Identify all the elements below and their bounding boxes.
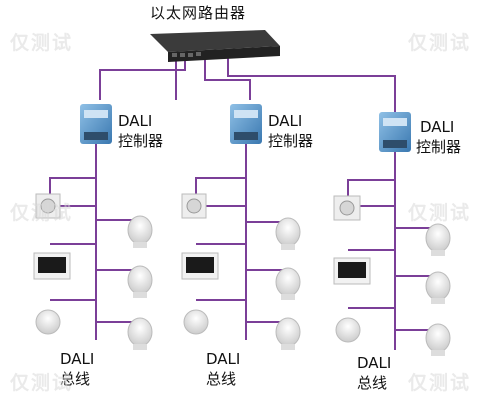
controller-3-label-line1: DALI <box>420 118 455 136</box>
bus-2-label-line2: 总线 <box>206 370 237 388</box>
dali-bus-1-wires <box>49 144 138 340</box>
touch-panel-1 <box>33 252 71 280</box>
controller-2-label-line2: 控制器 <box>268 132 314 150</box>
controller-1-label-line1: DALI <box>118 112 153 130</box>
router-title: 以太网路由器 <box>150 4 247 22</box>
dali-controller-1 <box>80 104 112 144</box>
dali-controller-2 <box>230 104 262 144</box>
dali-bus-3-wires <box>347 152 436 350</box>
sensor-3 <box>335 317 361 343</box>
downlight-3a <box>425 223 451 256</box>
dimmer-knob-2 <box>181 193 207 219</box>
bus-2-label-line1: DALI <box>206 350 241 368</box>
touch-panel-2 <box>181 252 219 280</box>
router-wires <box>99 56 396 112</box>
bus-3-label-line2: 总线 <box>357 374 388 392</box>
downlight-3c <box>425 323 451 356</box>
controller-1-label-line2: 控制器 <box>118 132 164 150</box>
dimmer-knob-3 <box>333 195 361 221</box>
sensor-1 <box>35 309 61 335</box>
bus-1-label-line2: 总线 <box>60 370 91 388</box>
bus-3-label-line1: DALI <box>357 354 392 372</box>
downlight-1b <box>127 265 153 298</box>
downlight-1c <box>127 317 153 350</box>
controller-2-label-line1: DALI <box>268 112 303 130</box>
dimmer-knob-1 <box>35 193 61 219</box>
touch-panel-3 <box>333 257 371 285</box>
downlight-2a <box>275 217 301 250</box>
controller-3-label-line2: 控制器 <box>416 138 462 156</box>
dali-controller-3 <box>379 112 411 152</box>
dali-bus-2-wires <box>195 144 286 340</box>
router-icon <box>150 30 280 62</box>
downlight-2b <box>275 267 301 300</box>
downlight-1a <box>127 215 153 248</box>
bus-1-label-line1: DALI <box>60 350 95 368</box>
sensor-2 <box>183 309 209 335</box>
downlight-3b <box>425 271 451 304</box>
downlight-2c <box>275 317 301 350</box>
